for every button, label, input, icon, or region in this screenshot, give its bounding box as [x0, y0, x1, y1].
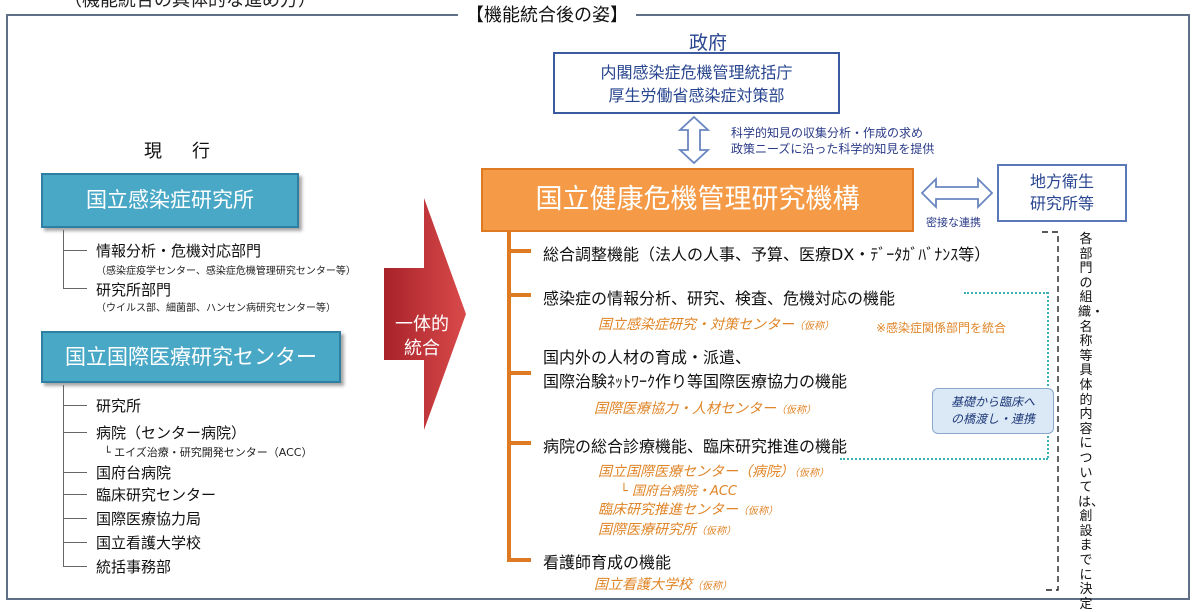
- ncgm-item-2-sub: └ エイズ治療・研究開発センター（ACC）: [104, 446, 313, 459]
- bridge-line-2: の橋渡し・連携: [950, 412, 1035, 426]
- niid-box: 国立感染症研究所: [41, 173, 299, 228]
- function-nursing: 看護師育成の機能: [543, 553, 672, 572]
- org-international-center-name: 国際医療協力・人材センター: [594, 401, 776, 417]
- org-tag: （仮称）: [738, 506, 778, 517]
- function-branch: [507, 249, 531, 253]
- ncgm-item-3: 国府台病院: [96, 464, 172, 482]
- org-tag: （仮称）: [776, 405, 816, 416]
- org-tag: （仮称）: [794, 468, 829, 479]
- government-label: 政府: [688, 32, 727, 54]
- ncgm-item-6: 国立看護大学校: [96, 534, 202, 552]
- org-hospital-name: 国立国際医療センター（病院）: [598, 464, 794, 480]
- integration-note: ※感染症関係部門を統合: [876, 321, 1007, 335]
- function-branch: [507, 441, 531, 445]
- ncgm-box: 国立国際医療研究センター: [41, 331, 341, 383]
- niid-tree-line: [63, 230, 64, 288]
- link-description: 科学的知見の収集分析・作成の求め 政策ニーズに沿った科学的知見を提供: [731, 125, 934, 157]
- function-international-1: 国内外の人材の育成・派遣、: [543, 348, 752, 367]
- link-line-2: 政策ニーズに沿った科学的知見を提供: [731, 142, 935, 156]
- government-box: 内閣感染症危機管理統括庁 厚生労働省感染症対策部: [553, 52, 840, 114]
- merge-line-2: 統合: [404, 338, 440, 359]
- local-line-1: 地方衛生: [1029, 172, 1094, 191]
- government-line-1: 内閣感染症危機管理統括庁: [600, 63, 793, 82]
- bracket-icon: [1042, 231, 1059, 591]
- function-hospital: 病院の総合診療機能、臨床研究推進の機能: [543, 437, 848, 456]
- bridge-note: 基礎から臨床へ の橋渡し・連携: [932, 388, 1054, 434]
- government-line-2: 厚生労働省感染症対策部: [608, 86, 785, 105]
- niid-branch: [63, 250, 87, 251]
- function-branch: [507, 371, 531, 375]
- ncgm-tree-line: [63, 385, 64, 566]
- bridge-connector: [1047, 292, 1049, 458]
- org-clinical-research: 臨床研究推進センター（仮称）: [598, 499, 778, 519]
- org-research-institute: 国際医療研究所（仮称）: [598, 519, 736, 539]
- ncgm-item-1: 研究所: [96, 397, 142, 415]
- org-tag: （仮称）: [794, 321, 834, 332]
- org-tag: （仮称）: [692, 581, 732, 592]
- function-branch: [507, 558, 531, 562]
- ncgm-branch: [63, 494, 87, 495]
- merge-arrow-label: 一体的 統合: [390, 313, 454, 361]
- org-kohnodai: └ 国府台病院・ACC: [620, 484, 738, 499]
- org-infection-center: 国立感染症研究・対策センター（仮称）: [598, 314, 834, 334]
- ncgm-item-5: 国際医療協力局: [96, 510, 202, 528]
- left-right-arrow-icon: [920, 176, 994, 210]
- local-lab-box: 地方衛生 研究所等: [997, 164, 1127, 222]
- org-research-institute-name: 国際医療研究所: [598, 522, 696, 538]
- ncgm-item-4: 臨床研究センター: [96, 486, 217, 504]
- current-heading: 現 行: [144, 141, 216, 162]
- local-line-2: 研究所等: [1029, 194, 1094, 213]
- function-tree-trunk: [507, 232, 511, 562]
- cut-off-heading: （機能統合の具体的な進め方）: [64, 0, 316, 11]
- org-nursing-college: 国立看護大学校（仮称）: [594, 574, 732, 594]
- bridge-line-1: 基礎から臨床へ: [950, 395, 1035, 409]
- niid-item-2-sub: （ウイルス部、細菌部、ハンセン病研究センター等）: [96, 303, 336, 314]
- bridge-connector: [964, 292, 1048, 294]
- main-org-box: 国立健康危機管理研究機構: [481, 168, 914, 232]
- function-branch: [507, 293, 531, 297]
- merge-arrow-icon: [384, 198, 466, 430]
- link-line-1: 科学的知見の収集分析・作成の求め: [731, 126, 924, 140]
- merge-line-1: 一体的: [395, 314, 449, 335]
- org-international-center: 国際医療協力・人材センター（仮称）: [594, 398, 816, 418]
- ncgm-item-7: 統括事務部: [96, 558, 172, 576]
- org-hospital: 国立国際医療センター（病院）（仮称）: [598, 461, 829, 481]
- ncgm-item-2: 病院（センター病院）: [96, 424, 247, 442]
- niid-branch: [63, 288, 87, 289]
- org-tag: （仮称）: [696, 526, 736, 537]
- org-infection-center-name: 国立感染症研究・対策センター: [598, 317, 794, 333]
- ncgm-branch: [63, 518, 87, 519]
- ncgm-branch: [63, 432, 87, 433]
- function-coordination: 総合調整機能（法人の人事、予算、医療DX・ﾃﾞｰﾀｶﾞﾊﾞﾅﾝｽ等）: [543, 245, 991, 264]
- close-link-label: 密接な連携: [926, 216, 981, 229]
- side-note: 各部門の組織・名称等具体的内容については、創設までに決定: [1078, 232, 1105, 612]
- ncgm-branch: [63, 566, 87, 567]
- ncgm-branch: [63, 542, 87, 543]
- function-international-2: 国際治験ﾈｯﾄﾜｰｸ作り等国際医療協力の機能: [543, 372, 848, 391]
- function-infection: 感染症の情報分析、研究、検査、危機対応の機能: [543, 289, 896, 308]
- ncgm-branch: [63, 405, 87, 406]
- frame-title: 【機能統合後の姿】: [458, 3, 636, 29]
- niid-item-1: 情報分析・危機対応部門: [96, 242, 262, 260]
- ncgm-branch: [63, 472, 87, 473]
- org-nursing-college-name: 国立看護大学校: [594, 577, 692, 593]
- niid-item-1-sub: （感染症疫学センター、感染症危機管理研究センター等）: [96, 266, 356, 277]
- org-clinical-research-name: 臨床研究推進センター: [598, 502, 738, 518]
- up-down-arrow-icon: [678, 115, 710, 165]
- bridge-connector: [840, 458, 1048, 460]
- niid-item-2: 研究所部門: [96, 281, 172, 299]
